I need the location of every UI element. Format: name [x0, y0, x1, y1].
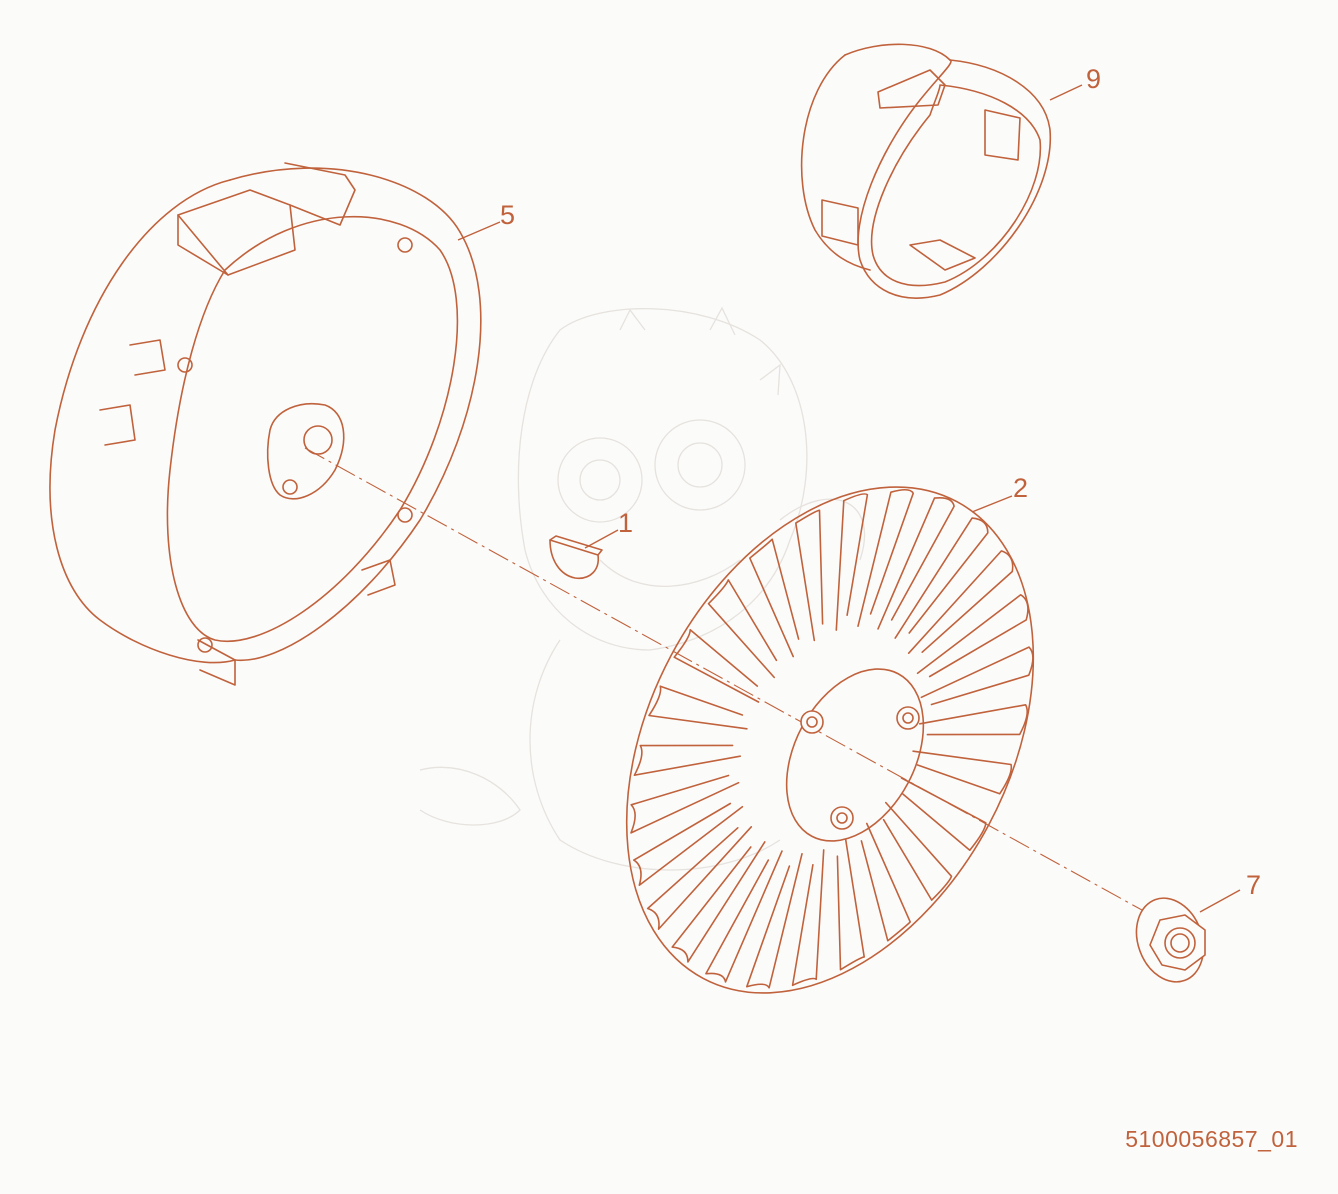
fan-wheel-part-2 [625, 486, 1035, 994]
drawing-number: 5100056857_01 [1125, 1126, 1298, 1152]
leader-line-1 [584, 529, 619, 549]
fan-blade [646, 826, 753, 930]
fan-blade [633, 802, 744, 886]
fan-blade [836, 838, 865, 971]
fan-blade [705, 850, 783, 983]
sleeve-part-9 [800, 43, 1052, 299]
fan-blade [648, 685, 748, 730]
fan-blade [835, 493, 869, 631]
watermark-mascot [419, 306, 866, 871]
fan-blade [673, 629, 760, 703]
callout-label-1: 1 [618, 508, 633, 538]
callout-label-5: 5 [500, 200, 515, 230]
fan-blade [630, 774, 740, 834]
leader-line-2 [971, 495, 1013, 513]
fan-blade [791, 849, 825, 987]
woodruff-key-part-1 [549, 535, 603, 580]
housing-part-5 [49, 162, 482, 686]
fan-blade [894, 517, 989, 639]
fan-blade [746, 853, 803, 989]
fan-blade [900, 777, 987, 851]
assembly-axis-line [304, 447, 1161, 921]
leader-line-5 [457, 221, 501, 241]
callout-label-7: 7 [1246, 870, 1261, 900]
flange-nut-part-7 [1135, 897, 1206, 983]
fan-blade [882, 801, 953, 901]
leader-line-9 [1049, 84, 1083, 101]
fan-blade [633, 744, 741, 776]
callout-label-9: 9 [1086, 64, 1101, 94]
fan-blade [912, 750, 1013, 795]
fan-blade [749, 538, 800, 658]
fan-blade [860, 822, 911, 942]
fan-blade [707, 579, 778, 679]
fan-blade [795, 509, 824, 642]
fan-blade [919, 704, 1028, 736]
fan-blade [920, 646, 1034, 706]
callout-label-2: 2 [1013, 473, 1028, 503]
leader-line-7 [1199, 889, 1241, 913]
fan-blade [907, 550, 1014, 654]
fan-blade [857, 488, 914, 627]
fan-blade [877, 497, 955, 630]
fan-blade [671, 841, 766, 963]
fan-blade [916, 594, 1029, 678]
